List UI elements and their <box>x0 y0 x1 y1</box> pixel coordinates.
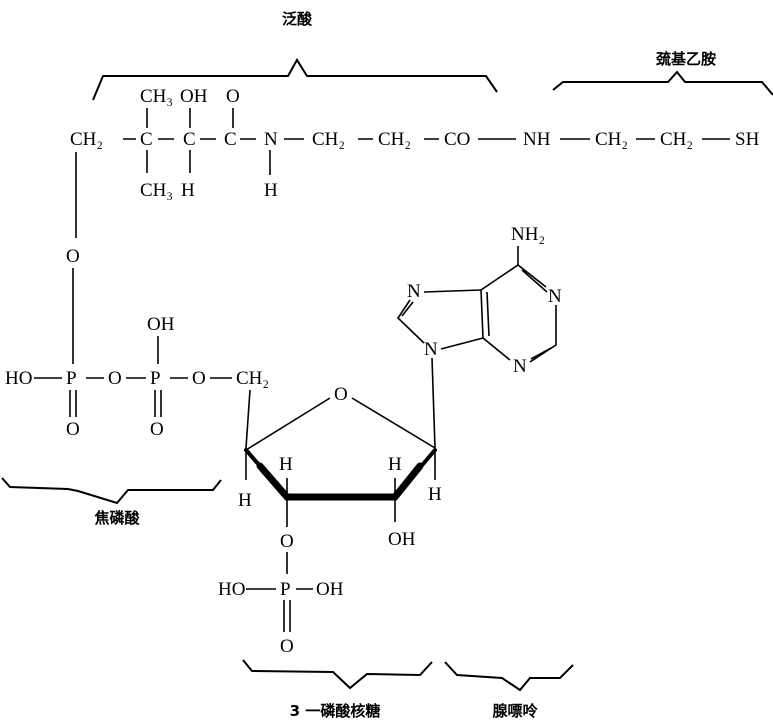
atom-o: O <box>108 368 122 389</box>
atom-o: O <box>192 368 206 389</box>
ribose-ring: O H H H H OH O P HO OH O <box>218 384 442 657</box>
atom-c: C <box>183 129 196 150</box>
atom-ho: HO <box>218 579 245 600</box>
atom-ch3: CH₃ <box>140 86 173 107</box>
atom-oh: OH <box>388 529 416 550</box>
atom-oh: OH <box>180 86 208 107</box>
atom-n: N <box>407 281 421 302</box>
atom-h: H <box>428 484 442 505</box>
atom-co: CO <box>444 129 470 150</box>
atom-h: H <box>264 180 278 201</box>
bonds <box>246 588 313 632</box>
atom-ch2: CH₂ <box>70 129 103 150</box>
atom-ho: HO <box>5 368 32 389</box>
bonds <box>75 108 730 238</box>
ring-thick-bonds <box>244 448 437 499</box>
atom-ch2: CH₂ <box>312 129 345 150</box>
atom-n: N <box>424 339 438 360</box>
atom-ch3: CH₃ <box>140 180 173 201</box>
label-pantothenic-acid: 泛酸 <box>282 10 313 28</box>
brace-pantothenic-acid <box>92 58 498 101</box>
atom-o: O <box>150 419 164 440</box>
atom-p: P <box>150 368 161 389</box>
pyrophosphate-group: O HO P O P O CH₂ OH O O <box>5 246 269 449</box>
atom-p: P <box>66 368 77 389</box>
bonds <box>396 246 557 449</box>
atom-ch2: CH₂ <box>660 129 693 150</box>
atom-o: O <box>66 246 80 267</box>
atom-oh: OH <box>147 314 175 335</box>
atom-n: N <box>548 286 562 307</box>
atom-n: N <box>264 129 278 150</box>
atom-nh: NH <box>523 129 551 150</box>
adenine-ring: NH₂ N N N N <box>396 224 562 449</box>
label-pyrophosphate: 焦磷酸 <box>93 509 140 527</box>
atom-o: O <box>280 531 294 552</box>
pantetheine-chain: CH₂ C C C N CH₂ CH₂ CO NH CH₂ CH₂ SH CH₃… <box>70 86 760 238</box>
brace-pyrophosphate <box>1 477 222 505</box>
atom-n: N <box>513 356 527 377</box>
brace-adenine <box>444 661 574 692</box>
ring-front-bond <box>256 462 424 501</box>
atom-ch2: CH₂ <box>378 129 411 150</box>
atom-o: O <box>280 636 294 657</box>
atom-o: O <box>66 419 80 440</box>
atom-h: H <box>279 454 293 475</box>
atom-ch2: CH₂ <box>595 129 628 150</box>
brace-mercaptoethylamine <box>552 70 773 96</box>
bonds <box>245 397 436 574</box>
atom-ch2: CH₂ <box>236 368 269 389</box>
atom-p: P <box>280 579 291 600</box>
label-mercaptoethylamine: 巯基乙胺 <box>655 50 716 68</box>
atom-c: C <box>140 129 153 150</box>
atom-sh: SH <box>735 129 760 150</box>
atom-h: H <box>388 454 402 475</box>
atom-o: O <box>226 86 240 107</box>
atom-h: H <box>238 490 252 511</box>
atom-oh: OH <box>316 579 344 600</box>
atom-c: C <box>224 129 237 150</box>
brace-phosphoribose <box>242 659 433 690</box>
label-phosphoribose: 3 一磷酸核糖 <box>290 702 381 720</box>
bonds <box>34 268 251 449</box>
label-adenine: 腺嘌呤 <box>492 702 538 720</box>
atom-nh2: NH₂ <box>511 224 545 245</box>
atom-h: H <box>181 180 195 201</box>
atom-ring-o: O <box>334 384 348 405</box>
